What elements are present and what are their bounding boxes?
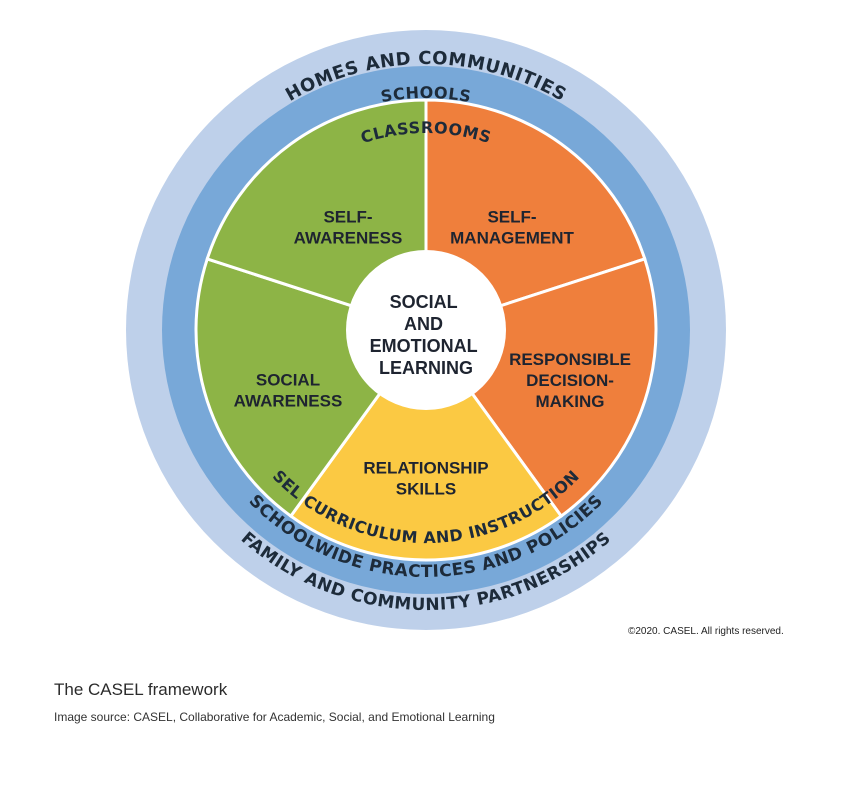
image-source: Image source: CASEL, Collaborative for A… — [54, 710, 495, 724]
label-line: AWARENESS — [234, 392, 343, 411]
center-line-3: EMOTIONAL — [370, 336, 478, 356]
label-line: RELATIONSHIP — [363, 459, 488, 478]
center-line-4: LEARNING — [379, 358, 473, 378]
label-line: MAKING — [536, 392, 605, 411]
label-line: MANAGEMENT — [450, 229, 574, 248]
casel-wheel-diagram: SELF- AWARENESS SELF- MANAGEMENT RESPONSIBLE… — [126, 30, 784, 637]
ring-label-schools: SCHOOLS — [379, 83, 472, 106]
label-line: SELF- — [323, 208, 372, 227]
center-line-1: SOCIAL — [390, 292, 458, 312]
label-line: SELF- — [487, 208, 536, 227]
label-line: RESPONSIBLE — [509, 350, 631, 369]
label-relationship-skills: RELATIONSHIP SKILLS — [363, 459, 488, 499]
label-line: AWARENESS — [294, 229, 403, 248]
copyright-notice: ©2020. CASEL. All rights reserved. — [628, 626, 784, 637]
label-self-management: SELF- MANAGEMENT — [450, 208, 574, 248]
label-self-awareness: SELF- AWARENESS — [294, 208, 403, 248]
center-circle — [346, 250, 506, 410]
center-line-2: AND — [404, 314, 443, 334]
label-social-awareness: SOCIAL AWARENESS — [234, 371, 343, 411]
center-label: SOCIAL AND EMOTIONAL LEARNING — [370, 292, 483, 378]
segment-responsible-decision-making — [288, 327, 564, 562]
label-line: SKILLS — [396, 480, 456, 499]
label-line: DECISION- — [526, 371, 614, 390]
label-responsible-decision-making: RESPONSIBLE DECISION- MAKING — [509, 350, 631, 411]
figure-caption: The CASEL framework — [54, 680, 228, 699]
label-line: SOCIAL — [256, 371, 320, 390]
